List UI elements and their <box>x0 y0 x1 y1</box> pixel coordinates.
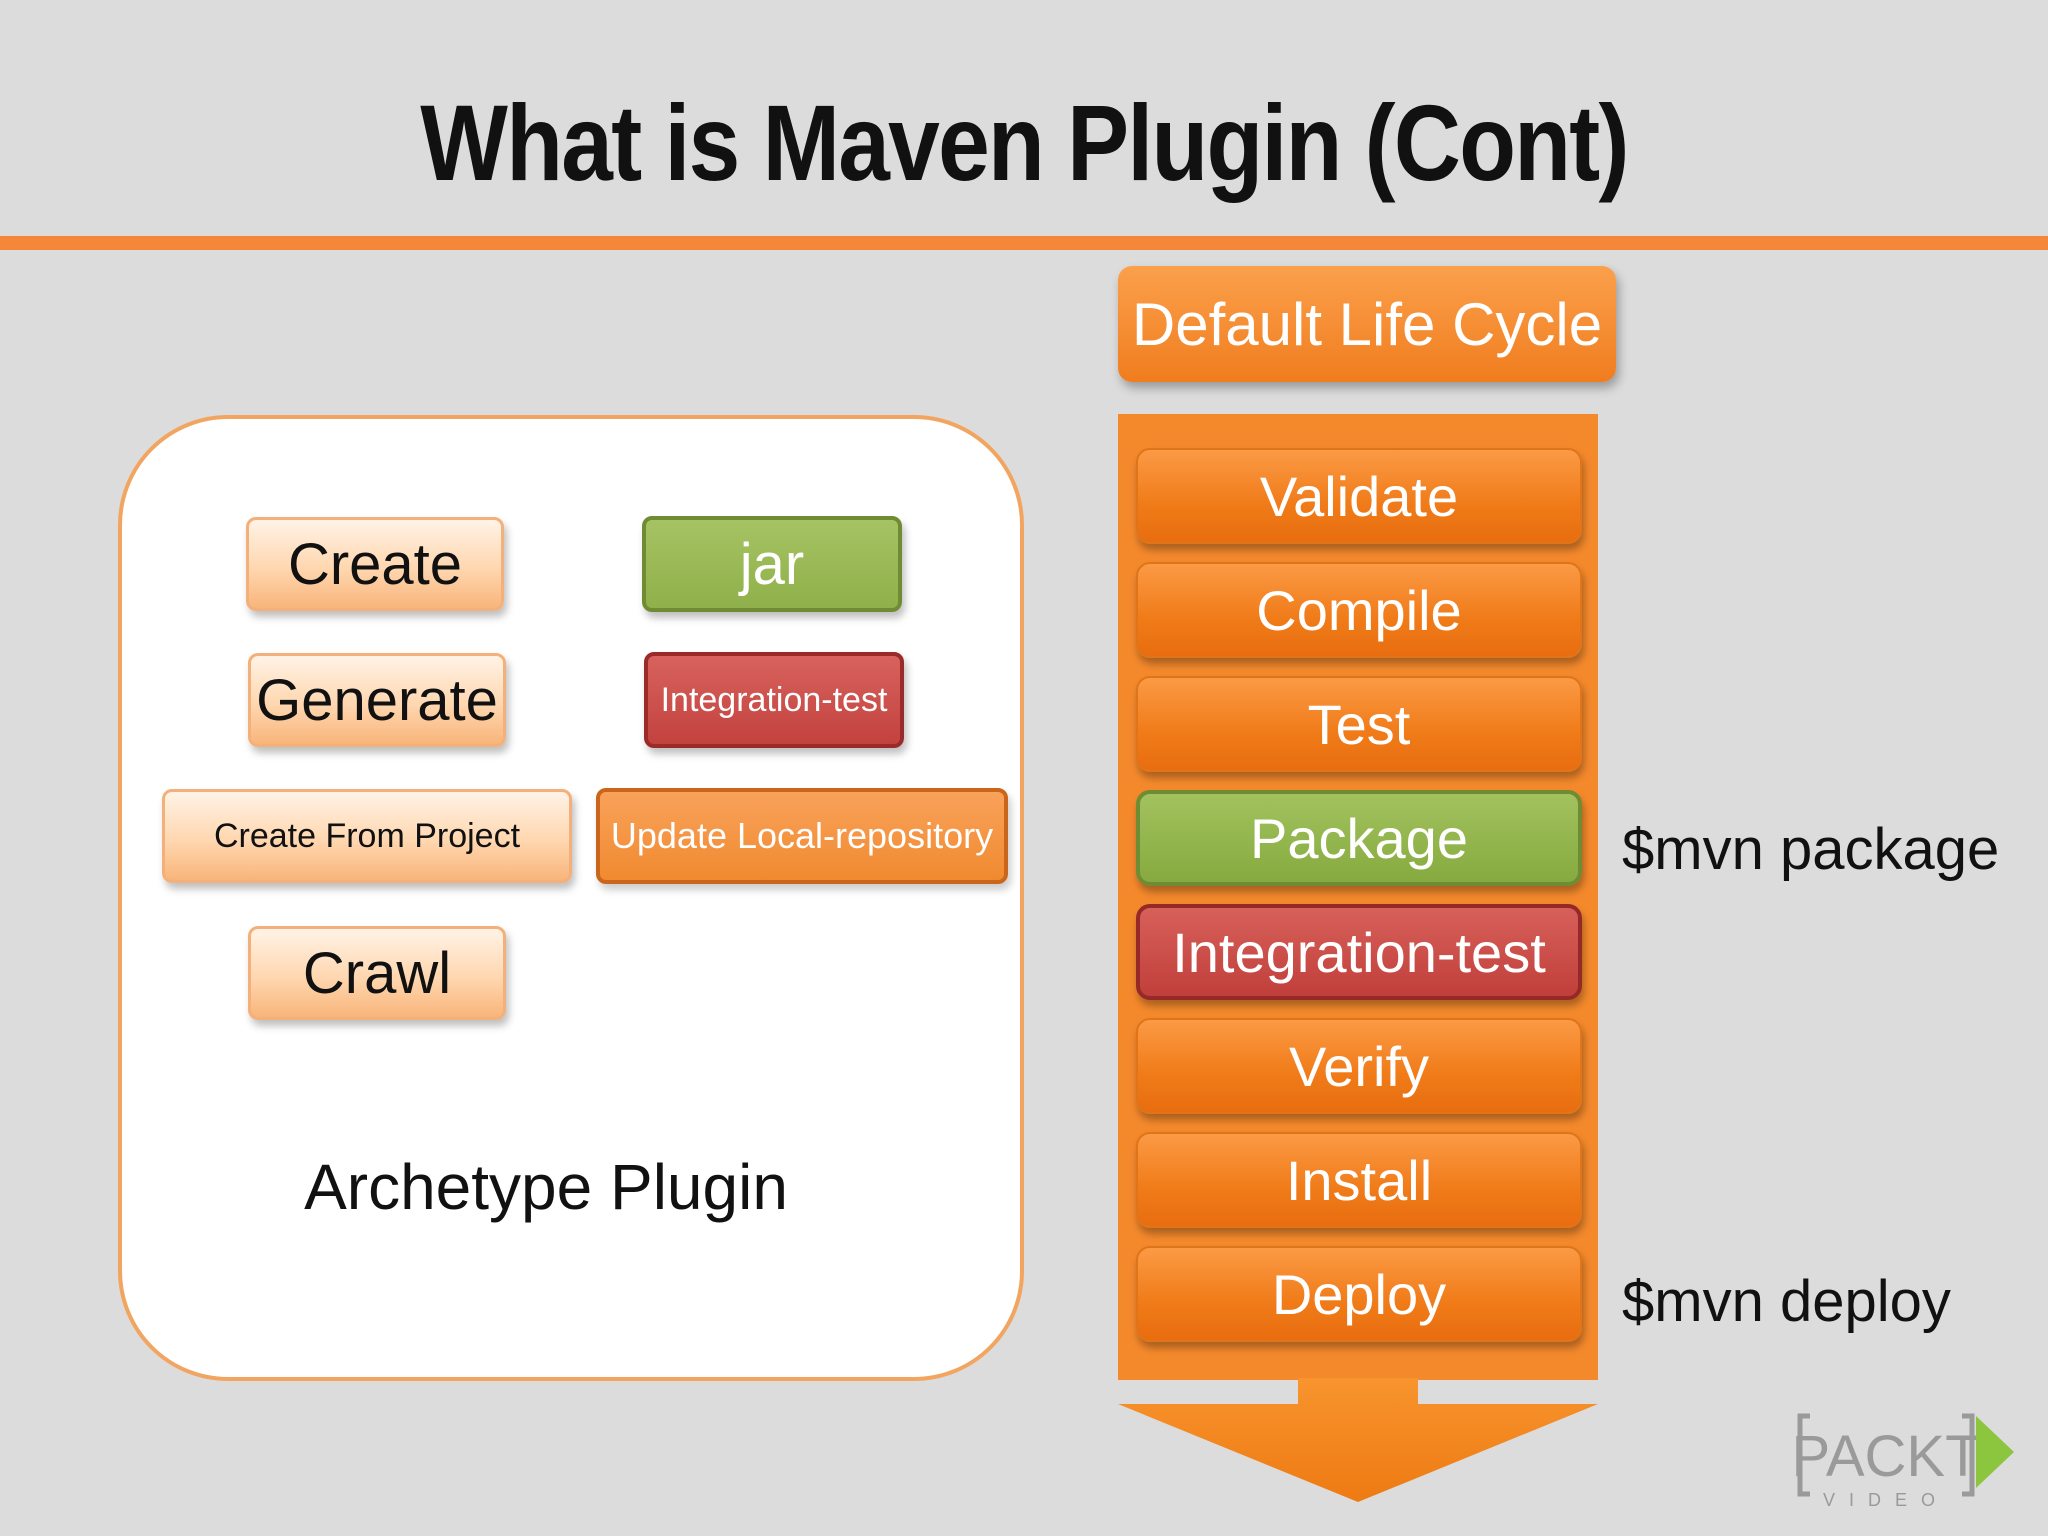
phase-test: Test <box>1136 676 1582 772</box>
goal-generate: Generate <box>248 653 506 747</box>
slide-title: What is Maven Plugin (Cont) <box>420 82 1629 203</box>
goal-create-from-project: Create From Project <box>162 789 572 883</box>
phase-validate: Validate <box>1136 448 1582 544</box>
highlight-integration-test: Integration-test <box>644 652 904 748</box>
phase-verify: Verify <box>1136 1018 1582 1114</box>
goal-create: Create <box>246 517 504 611</box>
command-package: $mvn package <box>1622 817 2000 882</box>
phase-deploy: Deploy <box>1136 1246 1582 1342</box>
logo-subtext: VIDEO <box>1823 1490 1949 1510</box>
phase-integration-test: Integration-test <box>1136 904 1582 1000</box>
goal-crawl: Crawl <box>248 926 506 1020</box>
lifecycle-column <box>1118 414 1598 1380</box>
highlight-jar: jar <box>642 516 902 612</box>
highlight-update-local-repository: Update Local-repository <box>596 788 1008 884</box>
command-deploy: $mvn deploy <box>1622 1269 1951 1334</box>
title-divider <box>0 236 2048 250</box>
packt-logo-icon: PACKT VIDEO <box>1796 1413 2014 1510</box>
phase-install: Install <box>1136 1132 1582 1228</box>
archetype-plugin-label: Archetype Plugin <box>304 1151 788 1223</box>
phase-compile: Compile <box>1136 562 1582 658</box>
phase-package: Package <box>1136 790 1582 886</box>
lifecycle-arrow-icon <box>1118 1378 1598 1502</box>
lifecycle-header: Default Life Cycle <box>1118 266 1616 382</box>
logo-text: PACKT <box>1796 1424 1981 1489</box>
